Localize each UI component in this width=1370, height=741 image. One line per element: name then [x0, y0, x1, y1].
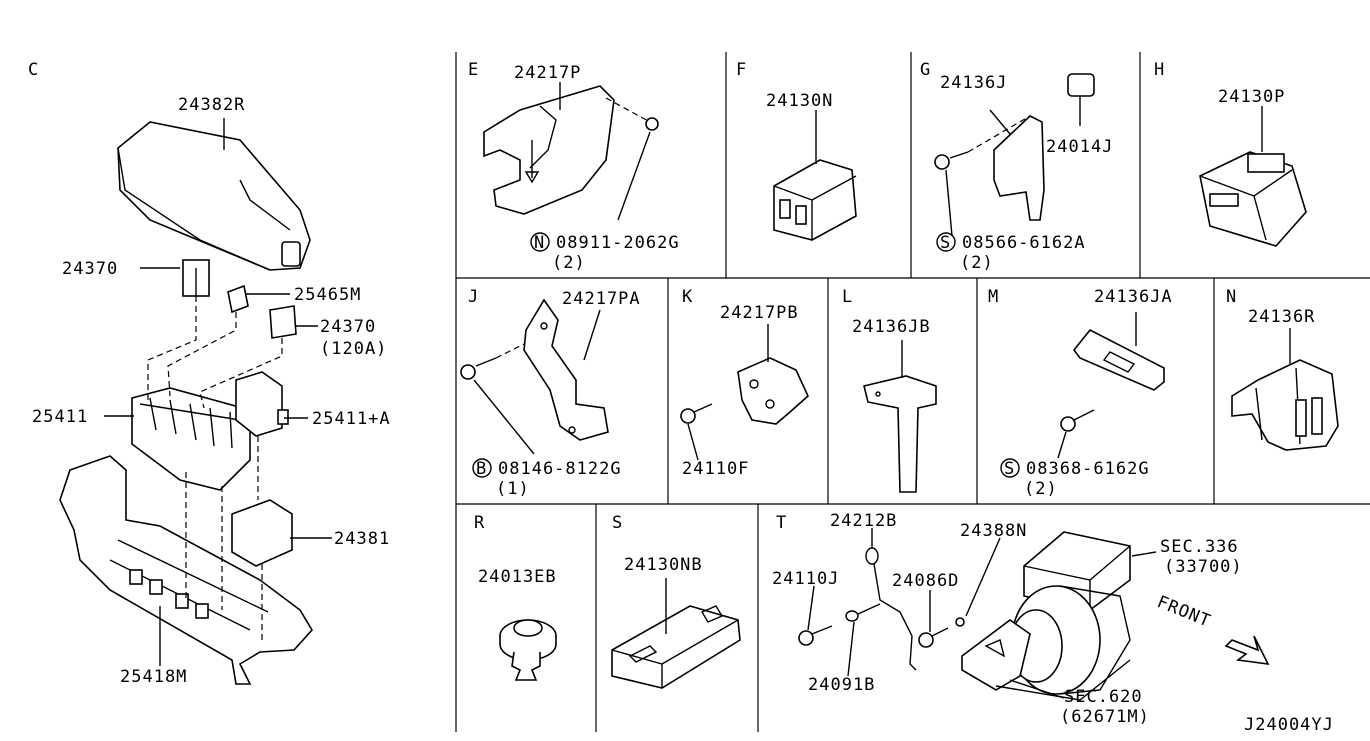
label-24212b: 24212B: [830, 511, 897, 531]
qty-g: (2): [960, 253, 994, 273]
section-letter-f: F: [736, 60, 747, 80]
section-e-drawing: [483, 82, 659, 221]
section-c-drawing: [59, 118, 332, 685]
label-25465m: 25465M: [294, 285, 361, 305]
s-mark-circle-m: [1000, 458, 1020, 478]
label-24370-120a: 24370: [320, 317, 376, 337]
ref-sec-620: SEC.620: [1064, 687, 1143, 707]
front-direction-label: FRONT: [1154, 592, 1214, 632]
section-k-drawing: [680, 324, 809, 461]
label-24382r: 24382R: [178, 95, 245, 115]
section-letter-s: S: [612, 513, 623, 533]
mark-n-e: N: [534, 233, 545, 253]
section-letter-g: G: [920, 60, 931, 80]
section-f-drawing: [773, 110, 857, 241]
section-letter-m: M: [988, 287, 999, 307]
fuse-box-25411-shape: [131, 387, 251, 491]
section-letter-l: L: [842, 287, 853, 307]
section-g-drawing: [934, 73, 1095, 237]
label-24130nb: 24130NB: [624, 555, 703, 575]
label-24370: 24370: [62, 259, 118, 279]
mark-s-g: S: [940, 233, 951, 253]
label-08368-6162g: 08368-6162G: [1026, 459, 1150, 479]
n-mark-circle-e: [530, 232, 550, 252]
section-letter-e: E: [468, 60, 479, 80]
qty-e: (2): [552, 253, 586, 273]
b-mark-circle-j: [472, 458, 492, 478]
section-letter-h: H: [1154, 60, 1165, 80]
label-24086d: 24086D: [892, 571, 959, 591]
label-24014j: 24014J: [1046, 137, 1113, 157]
section-n-drawing: [1231, 328, 1339, 451]
ref-sec-620-code: (62671M): [1060, 707, 1150, 727]
qty-j: (1): [496, 479, 530, 499]
diagram-code: J24004YJ: [1244, 715, 1334, 735]
section-m-drawing: [1057, 312, 1165, 459]
label-25418m: 25418M: [120, 667, 187, 687]
mark-b-j: B: [476, 459, 487, 479]
label-24388n: 24388N: [960, 521, 1027, 541]
mark-s-m: S: [1004, 459, 1015, 479]
label-24136ja: 24136JA: [1094, 287, 1173, 307]
section-s-drawing: [611, 578, 741, 689]
section-letter-j: J: [468, 287, 479, 307]
label-24136jb: 24136JB: [852, 317, 931, 337]
fuse-box-cover-shape: [117, 121, 311, 271]
label-24130n: 24130N: [766, 91, 833, 111]
s-mark-circle-g: [936, 232, 956, 252]
section-l-drawing: [863, 340, 937, 493]
label-24136j: 24136J: [940, 73, 1007, 93]
label-24217pa: 24217PA: [562, 289, 641, 309]
label-08566-6162a: 08566-6162A: [962, 233, 1086, 253]
label-24136r: 24136R: [1248, 307, 1315, 327]
label-24110f: 24110F: [682, 459, 749, 479]
label-24110j: 24110J: [772, 569, 839, 589]
label-25411-a: 25411+A: [312, 409, 391, 429]
label-24217pb: 24217PB: [720, 303, 799, 323]
label-24013eb: 24013EB: [478, 567, 557, 587]
section-letter-k: K: [682, 287, 693, 307]
label-120a-note: (120A): [320, 339, 387, 359]
section-letter-r: R: [474, 513, 485, 533]
panel-grid: [455, 52, 1370, 732]
label-24091b: 24091B: [808, 675, 875, 695]
section-letter-n: N: [1226, 287, 1237, 307]
label-24217p: 24217P: [514, 63, 581, 83]
section-j-drawing: [460, 298, 609, 455]
label-25411: 25411: [32, 407, 88, 427]
ref-sec-336: SEC.336: [1160, 537, 1239, 557]
section-r-drawing: [499, 619, 557, 681]
label-08911-2062g: 08911-2062G: [556, 233, 680, 253]
bracket-25418m-shape: [59, 455, 313, 685]
label-08146-8122g: 08146-8122G: [498, 459, 622, 479]
qty-m: (2): [1024, 479, 1058, 499]
label-24381: 24381: [334, 529, 390, 549]
section-letter-t: T: [776, 513, 787, 533]
label-24130p: 24130P: [1218, 87, 1285, 107]
section-h-drawing: [1199, 106, 1307, 247]
section-t-drawing: [798, 528, 1270, 701]
section-letter-c: C: [28, 60, 39, 80]
ref-sec-336-code: (33700): [1164, 557, 1243, 577]
